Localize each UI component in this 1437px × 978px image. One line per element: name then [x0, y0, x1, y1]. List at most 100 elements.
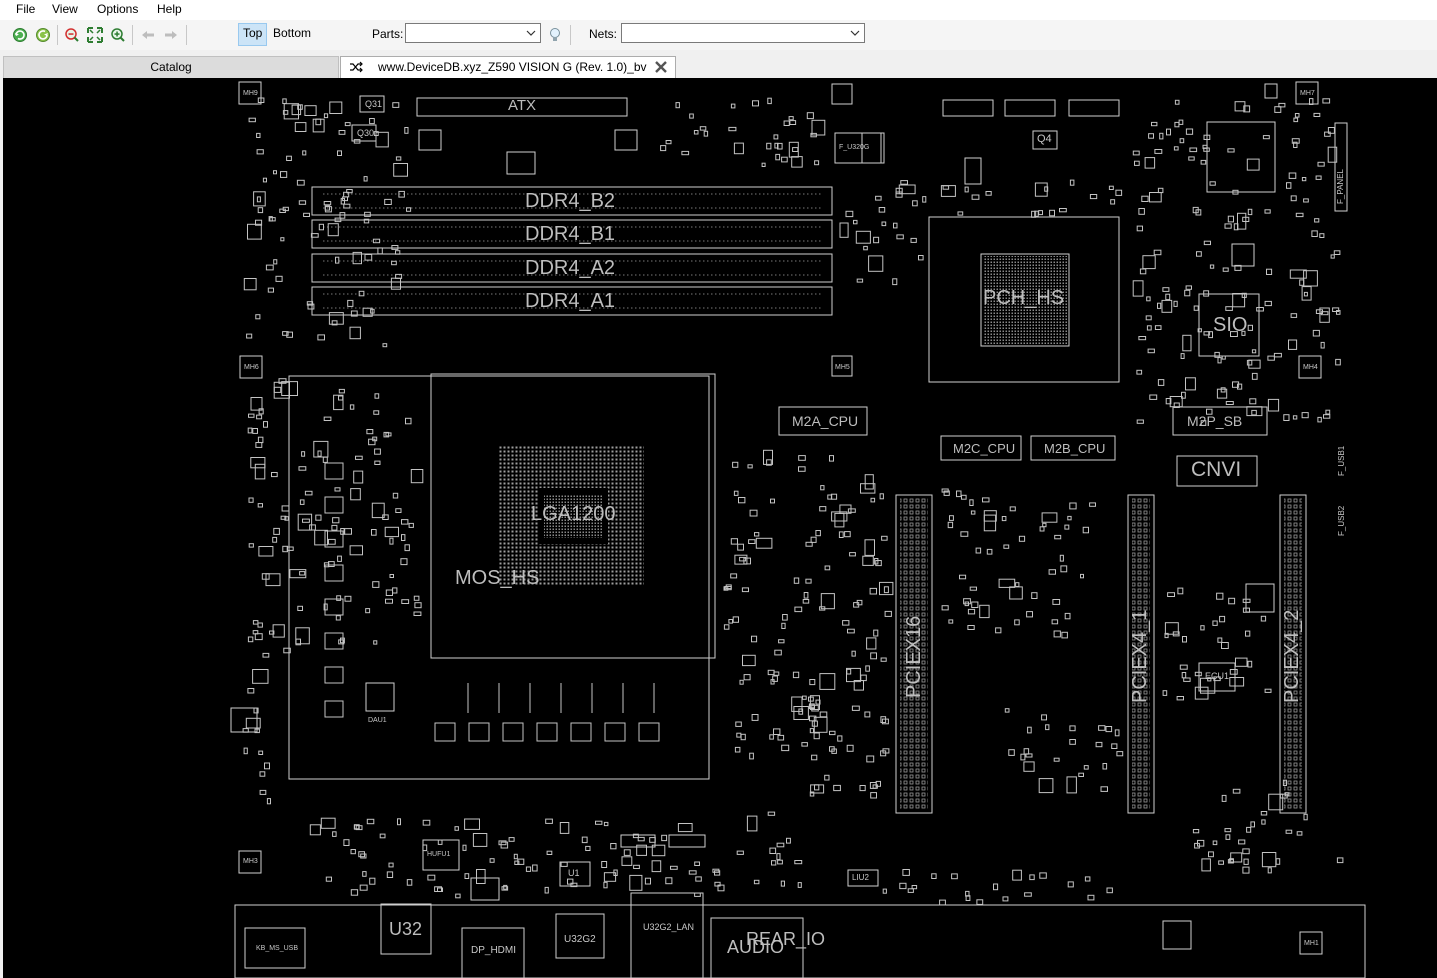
menu-help[interactable]: Help	[157, 2, 182, 16]
smd-component	[1178, 119, 1184, 125]
smd-component	[699, 126, 707, 131]
smd-component	[864, 474, 874, 490]
smd-component	[802, 695, 807, 700]
ddr4-b1-label: DDR4_B1	[525, 223, 616, 245]
vrm-choke	[604, 722, 626, 742]
menu-options[interactable]: Options	[97, 2, 139, 16]
smd-component	[278, 378, 287, 384]
vrm-choke	[324, 598, 344, 616]
refresh-icon[interactable]	[11, 26, 29, 44]
menu-view[interactable]: View	[52, 2, 78, 16]
smd-component	[1095, 741, 1103, 748]
layer-bottom-button[interactable]: Bottom	[273, 26, 312, 40]
smd-component	[813, 716, 828, 733]
bulb-icon[interactable]	[546, 26, 564, 44]
smd-component	[1227, 215, 1235, 223]
smd-component	[979, 604, 990, 619]
toolbar-separator	[132, 25, 133, 45]
tab-catalog[interactable]: Catalog	[3, 56, 339, 78]
pciex4-1-label: PCIEX4_1	[1129, 609, 1151, 703]
smd-component	[1136, 419, 1144, 424]
smd-component	[865, 665, 870, 672]
smd-component	[1241, 330, 1246, 336]
smd-component	[350, 849, 356, 855]
smd-component	[514, 860, 520, 865]
tab-board[interactable]: www.DeviceDB.xyz_Z590 VISION G (Rev. 1.0…	[340, 56, 676, 78]
smd-component	[769, 734, 774, 740]
smd-component	[1288, 172, 1297, 179]
f-panel-header	[1334, 122, 1348, 212]
smd-component	[303, 212, 311, 218]
smd-component	[971, 601, 979, 608]
shuffle-icon	[350, 61, 363, 73]
smd-component	[1132, 150, 1140, 156]
smd-component	[847, 508, 856, 513]
smd-component	[603, 872, 617, 882]
menu-file[interactable]: File	[16, 2, 36, 16]
smd-component	[733, 490, 739, 496]
smd-component	[1034, 182, 1048, 197]
smd-component	[1267, 398, 1280, 412]
layer-top-button[interactable]: Top	[238, 23, 268, 46]
smd-component	[246, 333, 253, 339]
smd-component	[893, 222, 898, 229]
smd-component	[1029, 874, 1035, 881]
smd-component	[1149, 394, 1158, 400]
smd-component	[248, 497, 254, 503]
smd-component	[1246, 826, 1252, 833]
smd-component	[1053, 757, 1060, 762]
toolbar: Top Bottom Parts: Nets:	[0, 20, 1437, 50]
smd-component	[1148, 133, 1154, 139]
smd-component	[1327, 127, 1335, 134]
smd-component	[1234, 264, 1242, 271]
close-icon[interactable]	[654, 60, 668, 74]
smd-component	[352, 251, 363, 265]
smd-component	[780, 880, 785, 887]
smd-component	[808, 696, 814, 702]
board-canvas[interactable]: ATX DDR4_B2 DDR4_B1 DDR4_A2 DDR4_A1 PCH_…	[3, 78, 1437, 978]
smd-component	[883, 586, 889, 594]
nets-select[interactable]	[621, 23, 865, 43]
smd-component	[1224, 828, 1232, 833]
back-icon[interactable]	[139, 26, 157, 44]
smd-component	[281, 381, 299, 397]
smd-component	[782, 614, 788, 621]
smd-component	[1115, 189, 1123, 196]
smd-component	[1275, 858, 1281, 865]
smd-component	[820, 485, 825, 491]
smd-component	[819, 673, 836, 690]
smd-component	[273, 170, 277, 175]
zoom-in-icon[interactable]	[109, 26, 127, 44]
smd-component	[1102, 763, 1108, 770]
smd-component	[792, 671, 800, 679]
smd-component	[1174, 99, 1180, 105]
smd-component	[1164, 632, 1169, 639]
smd-component	[349, 404, 355, 410]
smd-component	[736, 850, 744, 855]
smd-component	[1289, 269, 1307, 279]
smd-component	[1317, 416, 1322, 423]
smd-component	[349, 326, 361, 340]
smd-component	[1179, 138, 1185, 144]
parts-select[interactable]	[405, 23, 541, 43]
smd-component	[1031, 210, 1037, 218]
smd-component	[1184, 289, 1191, 297]
fit-icon[interactable]	[86, 26, 104, 44]
zoom-out-icon[interactable]	[63, 26, 81, 44]
smd-component	[961, 494, 967, 500]
dau1-label: DAU1	[368, 717, 387, 724]
forward-icon[interactable]	[162, 26, 180, 44]
smd-component	[1151, 121, 1158, 127]
smd-component	[1038, 778, 1054, 794]
smd-component	[335, 256, 340, 264]
smd-component	[1162, 690, 1168, 696]
atx-connector	[416, 97, 628, 117]
smd-component	[1142, 255, 1156, 270]
smd-component	[959, 574, 967, 580]
reload-icon[interactable]	[34, 26, 52, 44]
smd-component	[1136, 225, 1143, 232]
smd-component	[472, 833, 488, 847]
smd-component	[272, 624, 285, 638]
smd-component	[1311, 230, 1318, 237]
smd-component	[294, 122, 307, 132]
